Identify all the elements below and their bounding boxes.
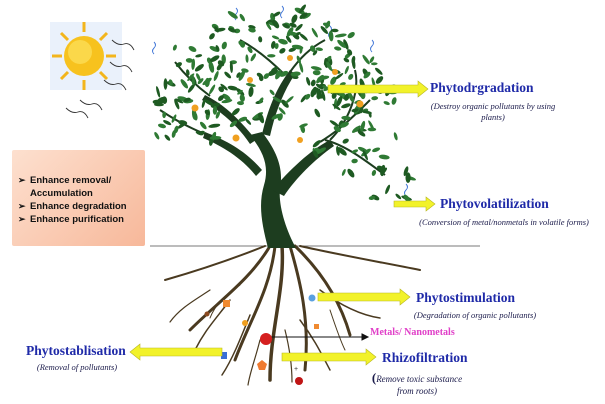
leaf [290,14,298,25]
leaf [155,86,161,98]
leaf [285,95,295,104]
benefit-item-purification: ➢ Enhance purification [18,213,145,226]
leaf [351,158,358,163]
leaf [371,169,377,176]
metals-label: Metals/ Nanometals [370,327,455,338]
arrow-bullet-icon: ➢ [18,200,26,213]
leaf [298,62,304,73]
leaf [313,70,321,76]
root-plus-sign: + [294,366,298,373]
leaf [213,70,220,81]
leaf [313,108,321,118]
leaf [153,131,160,140]
benefit-item-removal: ➢ Enhance removal/ Accumulation [18,174,145,200]
leaf [393,132,398,141]
leaf [383,100,390,106]
leaf [334,46,342,51]
leaf [171,114,178,124]
leaf [395,193,402,200]
rhizofiltration-arrow [282,349,376,365]
tree-leaves [152,4,416,204]
rhizofiltration-title: Rhizofiltration [382,350,468,366]
leaf [371,96,378,101]
phytostabilisation-title: Phytostablisation [26,343,126,359]
leaf [328,30,334,41]
phytodegradation-desc: (Destroy organic pollutants by using pla… [402,101,584,123]
root-pollutants [205,295,320,386]
phytostimulation-desc: (Degradation of organic pollutants) [400,310,550,320]
leaf [335,33,347,38]
leaf [248,86,254,97]
leaf [378,154,390,160]
phytostabilisation-arrow [130,344,222,360]
benefits-box: ➢ Enhance removal/ Accumulation ➢ Enhanc… [12,150,145,246]
leaf [258,36,263,43]
leaf [157,123,166,129]
leaf [164,78,168,89]
leaf [294,23,303,32]
leaf [271,35,279,41]
leaf [267,54,275,57]
arrow-bullet-icon: ➢ [18,213,26,226]
leaf [188,45,198,54]
rhizofiltration-desc: (Remove toxic substance from roots) [368,372,466,397]
leaf [245,54,249,63]
leaf [208,123,220,129]
phytostimulation-title: Phytostimulation [416,290,515,306]
leaf [374,75,384,85]
leaf [341,168,347,176]
leaf [371,62,378,65]
benefit-item-degradation: ➢ Enhance degradation [18,200,145,213]
leaf [391,97,398,106]
leaf [208,32,216,41]
leaf [310,79,316,87]
leaf [239,94,245,102]
leaf [278,47,286,55]
leaf [221,41,228,50]
leaf [305,76,311,86]
leaf [329,119,340,127]
leaf [208,84,216,95]
leaf [342,138,350,145]
leaf [199,121,208,131]
leaf [384,184,391,195]
leaf [372,147,381,153]
leaf [299,32,309,41]
leaf [346,168,356,179]
leaf [361,54,371,65]
leaf [195,54,202,58]
phytovolatilization-title: Phytovolatilization [440,196,549,212]
leaf [172,44,178,51]
phytodegradation-title: Phytodrgradation [430,80,534,96]
leaf [346,31,356,40]
sun-icon [50,22,122,90]
leaf [269,89,276,96]
leaf [187,83,196,94]
leaf [250,53,258,62]
phytovolatilization-desc: (Conversion of metal/nonmetals in volati… [404,217,604,227]
leaf [164,134,172,142]
arrow-bullet-icon: ➢ [18,174,26,187]
leaf [311,27,319,38]
leaf [374,67,383,76]
leaf [239,13,247,22]
leaf [347,73,354,81]
leaf [194,63,205,73]
leaf [344,65,350,74]
phytostabilisation-desc: (Removal of pollutants) [22,362,132,372]
